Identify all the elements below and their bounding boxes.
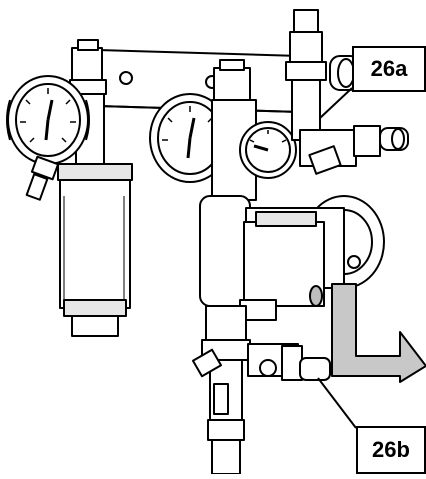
center-thermometer-gauge bbox=[149, 59, 257, 201]
circulation-pump bbox=[199, 195, 385, 321]
pressure-gauge bbox=[239, 121, 297, 179]
callout-26a: 26a bbox=[352, 46, 426, 92]
lower-return-pipe bbox=[201, 305, 251, 475]
air-vent-valve bbox=[285, 9, 361, 141]
leader-lines bbox=[317, 87, 357, 429]
ball-valve-26a bbox=[299, 125, 409, 175]
callout-26b: 26b bbox=[356, 426, 426, 474]
left-thermometer-gauge bbox=[6, 75, 90, 165]
ball-valve-26b bbox=[191, 343, 331, 381]
left-supply-pipe bbox=[57, 39, 133, 337]
flow-direction-arrow bbox=[331, 283, 426, 383]
left-drain-valve bbox=[25, 155, 60, 201]
